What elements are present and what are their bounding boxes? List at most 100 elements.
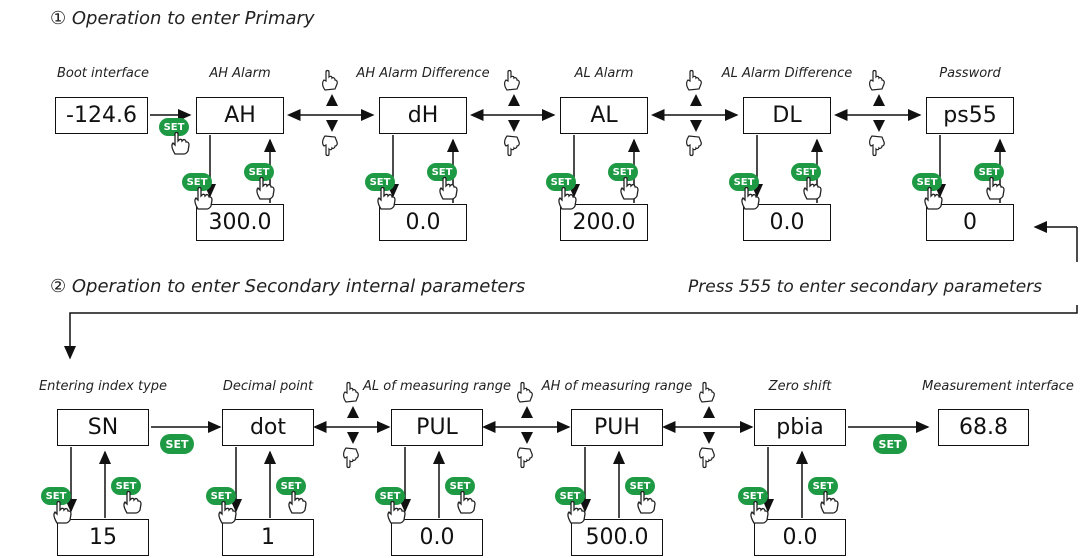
primary-code-3: DL: [743, 97, 831, 134]
primary-value-3: 0.0: [743, 204, 831, 241]
set-key-label: SET: [244, 163, 274, 181]
set-key-down-1[interactable]: SET: [365, 173, 399, 215]
secondary-label-2: AL of measuring range: [363, 379, 511, 394]
up-arrow-icon: [325, 94, 338, 106]
set-key-sup-2[interactable]: SET: [445, 477, 479, 519]
secondary-code-3: PUH: [571, 409, 663, 446]
primary-label-4: Password: [939, 66, 1001, 81]
primary-label-3: AL Alarm Difference: [721, 66, 853, 81]
pointing-hand-icon: [517, 381, 533, 403]
set-key-up-1[interactable]: SET: [427, 163, 461, 205]
set-key-down-3[interactable]: SET: [729, 173, 763, 215]
set-key-label: SET: [791, 163, 821, 181]
set-key-label: SET: [365, 173, 395, 191]
pointing-hand-icon: [321, 135, 338, 157]
boot-label: Boot interface: [56, 66, 150, 81]
pointing-hand-icon: [342, 381, 359, 403]
pointing-hand-icon: [685, 69, 702, 91]
set-key-label: SET: [111, 477, 141, 495]
down-arrow-icon: [702, 432, 715, 444]
primary-code-0: AH: [196, 97, 284, 134]
set-key-measure[interactable]: SET: [873, 434, 907, 454]
up-arrow-icon: [346, 406, 359, 418]
down-arrow-icon: [689, 120, 702, 132]
set-key-label: SET: [427, 163, 457, 181]
primary-scroll-control-1[interactable]: [499, 68, 529, 158]
pointing-hand-icon: [503, 69, 520, 91]
set-key-label: SET: [625, 477, 655, 495]
set-key-sdown-1[interactable]: SET: [206, 487, 240, 529]
secondary-value-0: 15: [57, 519, 149, 556]
set-key-label: SET: [729, 173, 759, 191]
primary-value-1: 0.0: [379, 204, 467, 241]
set-key-label: SET: [974, 163, 1004, 181]
set-key-up-2[interactable]: SET: [608, 163, 642, 205]
primary-heading: ① Operation to enter Primary: [50, 8, 315, 29]
set-key-sdown-0[interactable]: SET: [41, 487, 75, 529]
set-key-label: SET: [206, 487, 236, 505]
set-key-down-0[interactable]: SET: [182, 173, 216, 215]
secondary-label-4: Zero shift: [768, 379, 832, 394]
set-key-label: SET: [159, 118, 189, 136]
set-key-sup-1[interactable]: SET: [276, 477, 310, 519]
set-key-sup-0[interactable]: SET: [111, 477, 145, 519]
pointing-hand-icon: [868, 69, 885, 91]
secondary-code-2: PUL: [391, 409, 483, 446]
set-key-label: SET: [182, 173, 212, 191]
set-key-down-4[interactable]: SET: [912, 173, 946, 215]
set-key-up-3[interactable]: SET: [791, 163, 825, 205]
primary-code-2: AL: [560, 97, 648, 134]
set-key-label: SET: [375, 487, 405, 505]
secondary-label-1: Decimal point: [222, 379, 314, 394]
primary-label-1: AH Alarm Difference: [356, 66, 490, 81]
up-arrow-icon: [689, 94, 702, 106]
up-arrow-icon: [507, 94, 520, 106]
up-arrow-icon: [521, 406, 533, 418]
set-key-label: SET: [608, 163, 638, 181]
pointing-hand-icon: [685, 135, 702, 157]
primary-code-4: ps55: [926, 97, 1014, 134]
secondary-code-1: dot: [222, 409, 314, 446]
primary-scroll-control-0[interactable]: [317, 68, 347, 158]
set-key-up-4[interactable]: SET: [974, 163, 1008, 205]
secondary-scroll-control-3[interactable]: [694, 380, 724, 470]
measurement-display: 68.8: [938, 409, 1029, 446]
pointing-hand-icon: [517, 447, 533, 469]
secondary-code-0: SN: [57, 409, 149, 446]
pointing-hand-icon: [698, 381, 715, 403]
primary-value-2: 200.0: [560, 204, 648, 241]
set-key-label: SET: [912, 173, 942, 191]
set-key-sup-3[interactable]: SET: [625, 477, 659, 519]
primary-scroll-control-3[interactable]: [864, 68, 894, 158]
password-note: Press 555 to enter secondary parameters: [688, 277, 1042, 297]
set-key-down-2[interactable]: SET: [546, 173, 580, 215]
secondary-value-4: 0.0: [754, 519, 846, 556]
measurement-label: Measurement interface: [922, 379, 1074, 394]
pointing-hand-icon: [503, 135, 520, 157]
secondary-scroll-control-2[interactable]: [512, 380, 542, 470]
down-arrow-icon: [325, 120, 338, 132]
set-key-sdown-4[interactable]: SET: [738, 487, 772, 529]
secondary-value-3: 500.0: [571, 519, 663, 556]
set-key-label: SET: [738, 487, 768, 505]
primary-label-0: AH Alarm: [209, 66, 271, 81]
secondary-scroll-control-1[interactable]: [338, 380, 368, 470]
down-arrow-icon: [521, 432, 533, 444]
set-key-sdown-2[interactable]: SET: [375, 487, 409, 529]
set-key-sdown-3[interactable]: SET: [555, 487, 589, 529]
down-arrow-icon: [346, 432, 359, 444]
set-key-label: SET: [276, 477, 306, 495]
secondary-label-3: AH of measuring range: [541, 379, 693, 394]
pointing-hand-icon: [868, 135, 885, 157]
set-key-sup-4[interactable]: SET: [808, 477, 842, 519]
set-key-label: SET: [808, 477, 838, 495]
pointing-hand-icon: [321, 69, 338, 91]
to-secondary-connector: [64, 305, 1078, 360]
primary-scroll-control-2[interactable]: [681, 68, 711, 158]
set-key-boot[interactable]: SET: [159, 118, 193, 160]
boot-display: -124.6: [55, 97, 148, 134]
up-arrow-icon: [702, 406, 715, 418]
set-key-sn[interactable]: SET: [160, 434, 194, 454]
set-key-up-0[interactable]: SET: [244, 163, 278, 205]
secondary-value-2: 0.0: [391, 519, 483, 556]
